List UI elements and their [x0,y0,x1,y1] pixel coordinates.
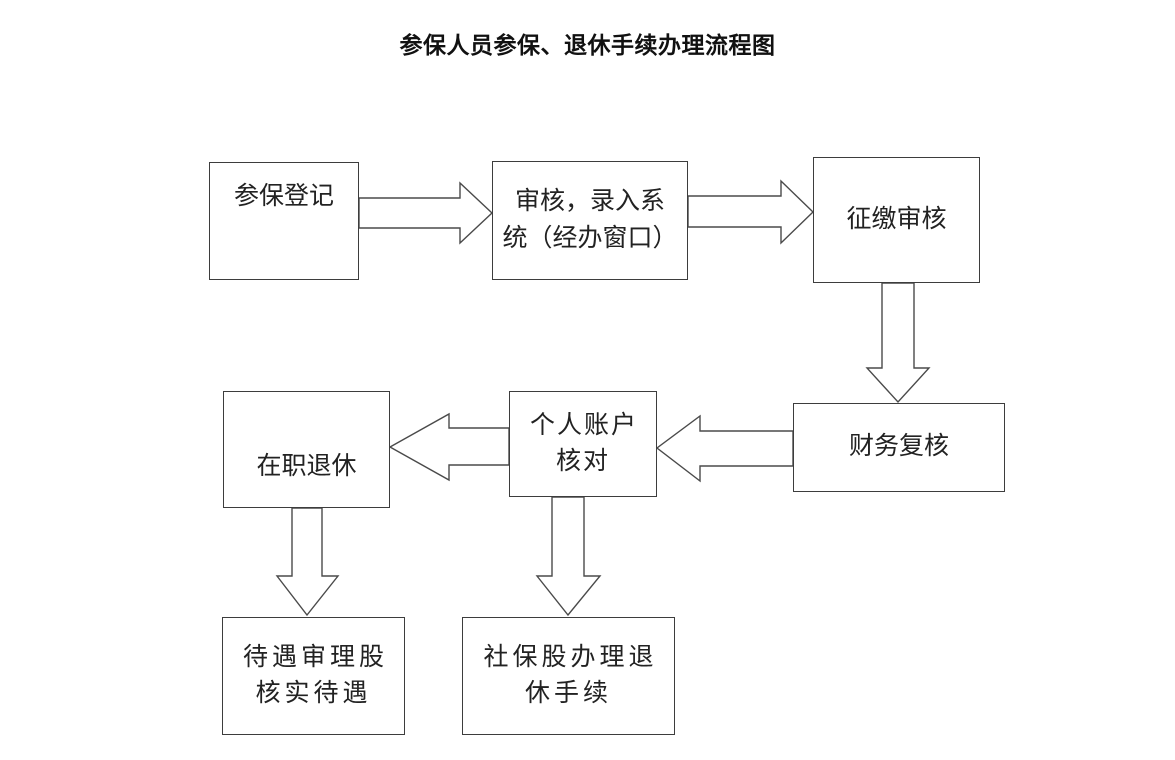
node-zhengjiao-shenhe[interactable]: 征缴审核 [813,157,980,283]
node-geren-zhanghu-label: 个人账户 核对 [529,411,638,475]
page-title: 参保人员参保、退休手续办理流程图 [399,33,776,59]
node-daiyu-shenli[interactable]: 待遇审理股 核实待遇 [222,617,405,735]
edge-shenhe-to-zhengjiao-arrow [687,179,815,245]
node-shenhe-luru[interactable]: 审核，录入系 统（经办窗口） [492,161,688,280]
node-caiwu-fuhe-label: 财务复核 [848,433,949,461]
edge-zaizhi-to-daiyu-arrow [275,507,340,617]
edge-geren-to-shebao-arrow [535,496,602,617]
node-zhengjiao-shenhe-label: 征缴审核 [846,205,947,233]
node-canbao-dengji[interactable]: 参保登记 [209,162,359,280]
node-caiwu-fuhe[interactable]: 财务复核 [793,403,1005,492]
edge-canbao-to-shenhe-arrow [358,181,494,245]
node-zaizhi-tuixiu-label: 在职退休 [256,452,357,480]
node-shebao-gu[interactable]: 社保股办理退 休手续 [462,617,675,735]
node-daiyu-shenli-label: 待遇审理股 核实待遇 [242,643,388,707]
node-shenhe-luru-label: 审核，录入系 统（经办窗口） [502,188,678,252]
node-shebao-gu-label: 社保股办理退 休手续 [483,643,658,707]
node-canbao-dengji-label: 参保登记 [233,183,334,210]
node-zaizhi-tuixiu[interactable]: 在职退休 [223,391,390,508]
edge-zhengjiao-to-caiwu-arrow [865,282,931,404]
node-geren-zhanghu[interactable]: 个人账户 核对 [509,391,657,497]
edge-geren-to-zaizhi-arrow [388,412,510,482]
edge-caiwu-to-geren-arrow [655,414,794,483]
